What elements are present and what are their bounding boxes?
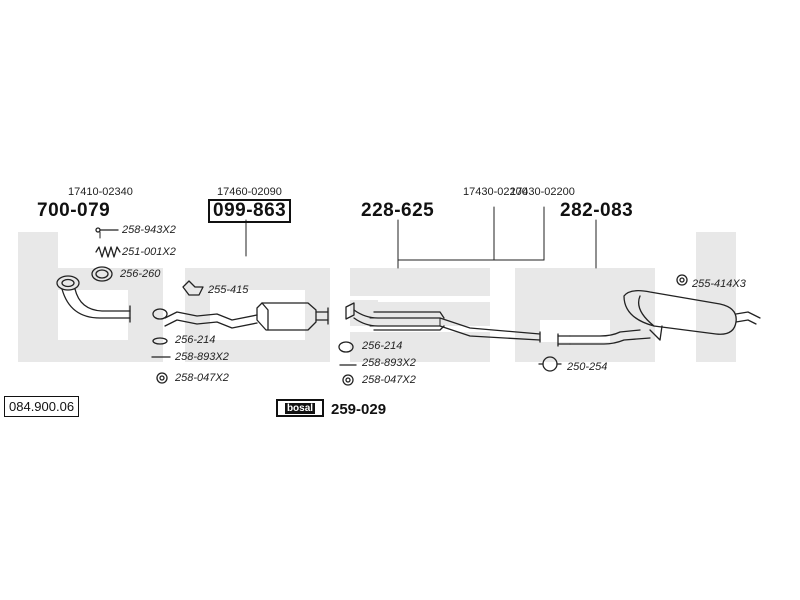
fitting-label[interactable]: 258-893X2 [362,357,416,369]
fitting-label[interactable]: 258-047X2 [362,374,416,386]
fittings-left-column [91,227,204,384]
front-pipe-drawing [56,275,131,323]
part-number-rear-silencer[interactable]: 282-083 [560,200,634,221]
fitting-label[interactable]: 258-893X2 [175,351,229,363]
leader-lines [99,206,597,269]
rear-silencer-drawing [538,274,761,372]
oem-number-catalyst: 17460-02090 [217,186,282,198]
fitting-label[interactable]: 255-414X3 [692,278,746,290]
fitting-label[interactable]: 250-254 [567,361,608,373]
fittings-middle-column [338,341,357,386]
oem-number-front-pipe: 17410-02340 [68,186,133,198]
diagram-code: 084.900.06 [4,396,80,417]
part-number-front-pipe[interactable]: 700-079 [37,200,111,221]
oem-number-center-pipe: 17430-02200 [463,186,528,198]
fitting-label[interactable]: 256-260 [120,268,161,280]
bosal-logo: bosal [276,399,324,417]
oem-number-center-pipe-second: 17430-02200 [510,186,575,198]
fitting-label[interactable]: 258-047X2 [175,372,229,384]
bosal-logo-text: bosal [284,402,316,414]
catalyst-drawing [164,302,329,331]
part-number-center-pipe[interactable]: 228-625 [361,200,435,221]
kit-number[interactable]: 259-029 [331,401,387,418]
fitting-label[interactable]: 258-943X2 [122,224,176,236]
fitting-label[interactable]: 256-214 [362,340,403,352]
center-pipe-drawing [345,302,541,343]
fitting-label[interactable]: 256-214 [175,334,216,346]
part-number-catalyst[interactable]: 099-863 [208,199,292,223]
fitting-label[interactable]: 251-001X2 [122,246,176,258]
fitting-label[interactable]: 255-415 [208,284,249,296]
